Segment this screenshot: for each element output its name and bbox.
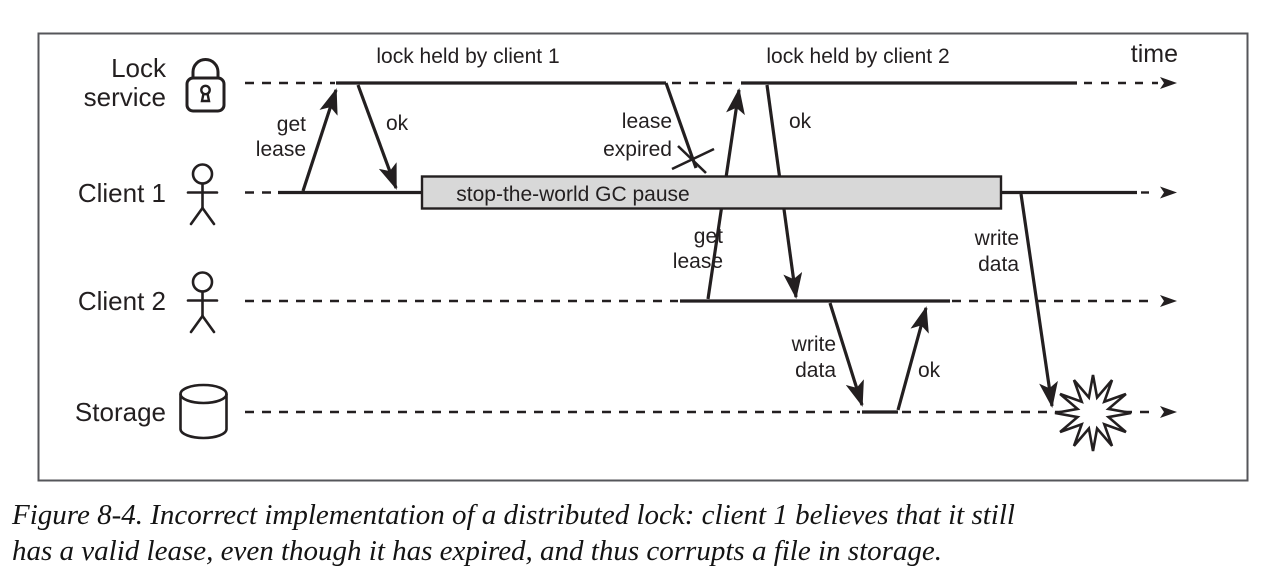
- data-corruption-burst-icon: [1054, 374, 1132, 452]
- person-icon-client-1: [186, 163, 219, 226]
- lock-service-timeline: [245, 81, 1158, 169]
- figure-caption-line1: Figure 8-4. Incorrect implementation of …: [12, 499, 1015, 531]
- client1-ok-label: ok: [386, 112, 409, 135]
- padlock-icon: [185, 58, 226, 113]
- arrow-client2-write-data: [828, 302, 864, 407]
- gc-pause-label: stop-the-world GC pause: [456, 183, 689, 206]
- time-arrowhead-client-2: [1160, 295, 1177, 307]
- diagram-border: [37, 32, 1249, 482]
- client2-get-lease-label-line2: lease: [673, 250, 723, 273]
- client2-get-lease-label-line1: get: [694, 225, 723, 248]
- client1-get-lease-label-line1: get: [277, 113, 306, 136]
- lock-held-by-client-1-label: lock held by client 1: [376, 45, 559, 68]
- client1-write-data-label-line1: write: [974, 227, 1019, 250]
- client1-get-lease-label-line2: lease: [256, 138, 306, 161]
- arrow-client1-get-lease: [301, 88, 338, 192]
- time-axis-label: time: [1131, 40, 1178, 68]
- arrow-client1-write-data: [1019, 193, 1058, 408]
- time-arrowhead-lock-service: [1160, 77, 1177, 89]
- figure-caption-line2: has a valid lease, even though it has ex…: [12, 535, 943, 567]
- person-icon-client-2: [186, 271, 219, 334]
- lane-label-client-2: Client 2: [78, 286, 166, 316]
- time-arrowhead-client-1: [1160, 186, 1177, 199]
- lane-label-lock-service-line2: service: [84, 82, 166, 112]
- lane-label-lock-service-line1: Lock: [111, 53, 167, 83]
- sequence-diagram: Lock service Client 1 Client 2 Storage: [37, 32, 1249, 482]
- storage-ok-label: ok: [918, 359, 941, 382]
- client2-write-data-label-line1: write: [791, 333, 836, 356]
- arrow-storage-ok-client2: [896, 306, 929, 411]
- gc-pause-box: stop-the-world GC pause: [420, 175, 1003, 210]
- client2-ok-label: ok: [789, 110, 812, 133]
- lock-held-by-client-2-label: lock held by client 2: [766, 45, 949, 68]
- figure-caption: Figure 8-4. Incorrect implementation of …: [12, 497, 1256, 569]
- lease-expired-label-line2: expired: [603, 138, 672, 161]
- lease-expired-label-line1: lease: [622, 110, 672, 133]
- client2-write-data-label-line2: data: [795, 359, 836, 382]
- database-icon: [179, 383, 228, 440]
- lane-label-client-1: Client 1: [78, 178, 166, 208]
- arrow-lock-ok-client1: [356, 84, 398, 190]
- lease-expired-cross-icon: [671, 145, 715, 174]
- time-arrowhead-storage: [1160, 406, 1177, 418]
- lane-label-storage: Storage: [75, 397, 166, 427]
- client1-write-data-label-line2: data: [978, 253, 1019, 276]
- figure-canvas: Lock service Client 1 Client 2 Storage: [37, 32, 1249, 482]
